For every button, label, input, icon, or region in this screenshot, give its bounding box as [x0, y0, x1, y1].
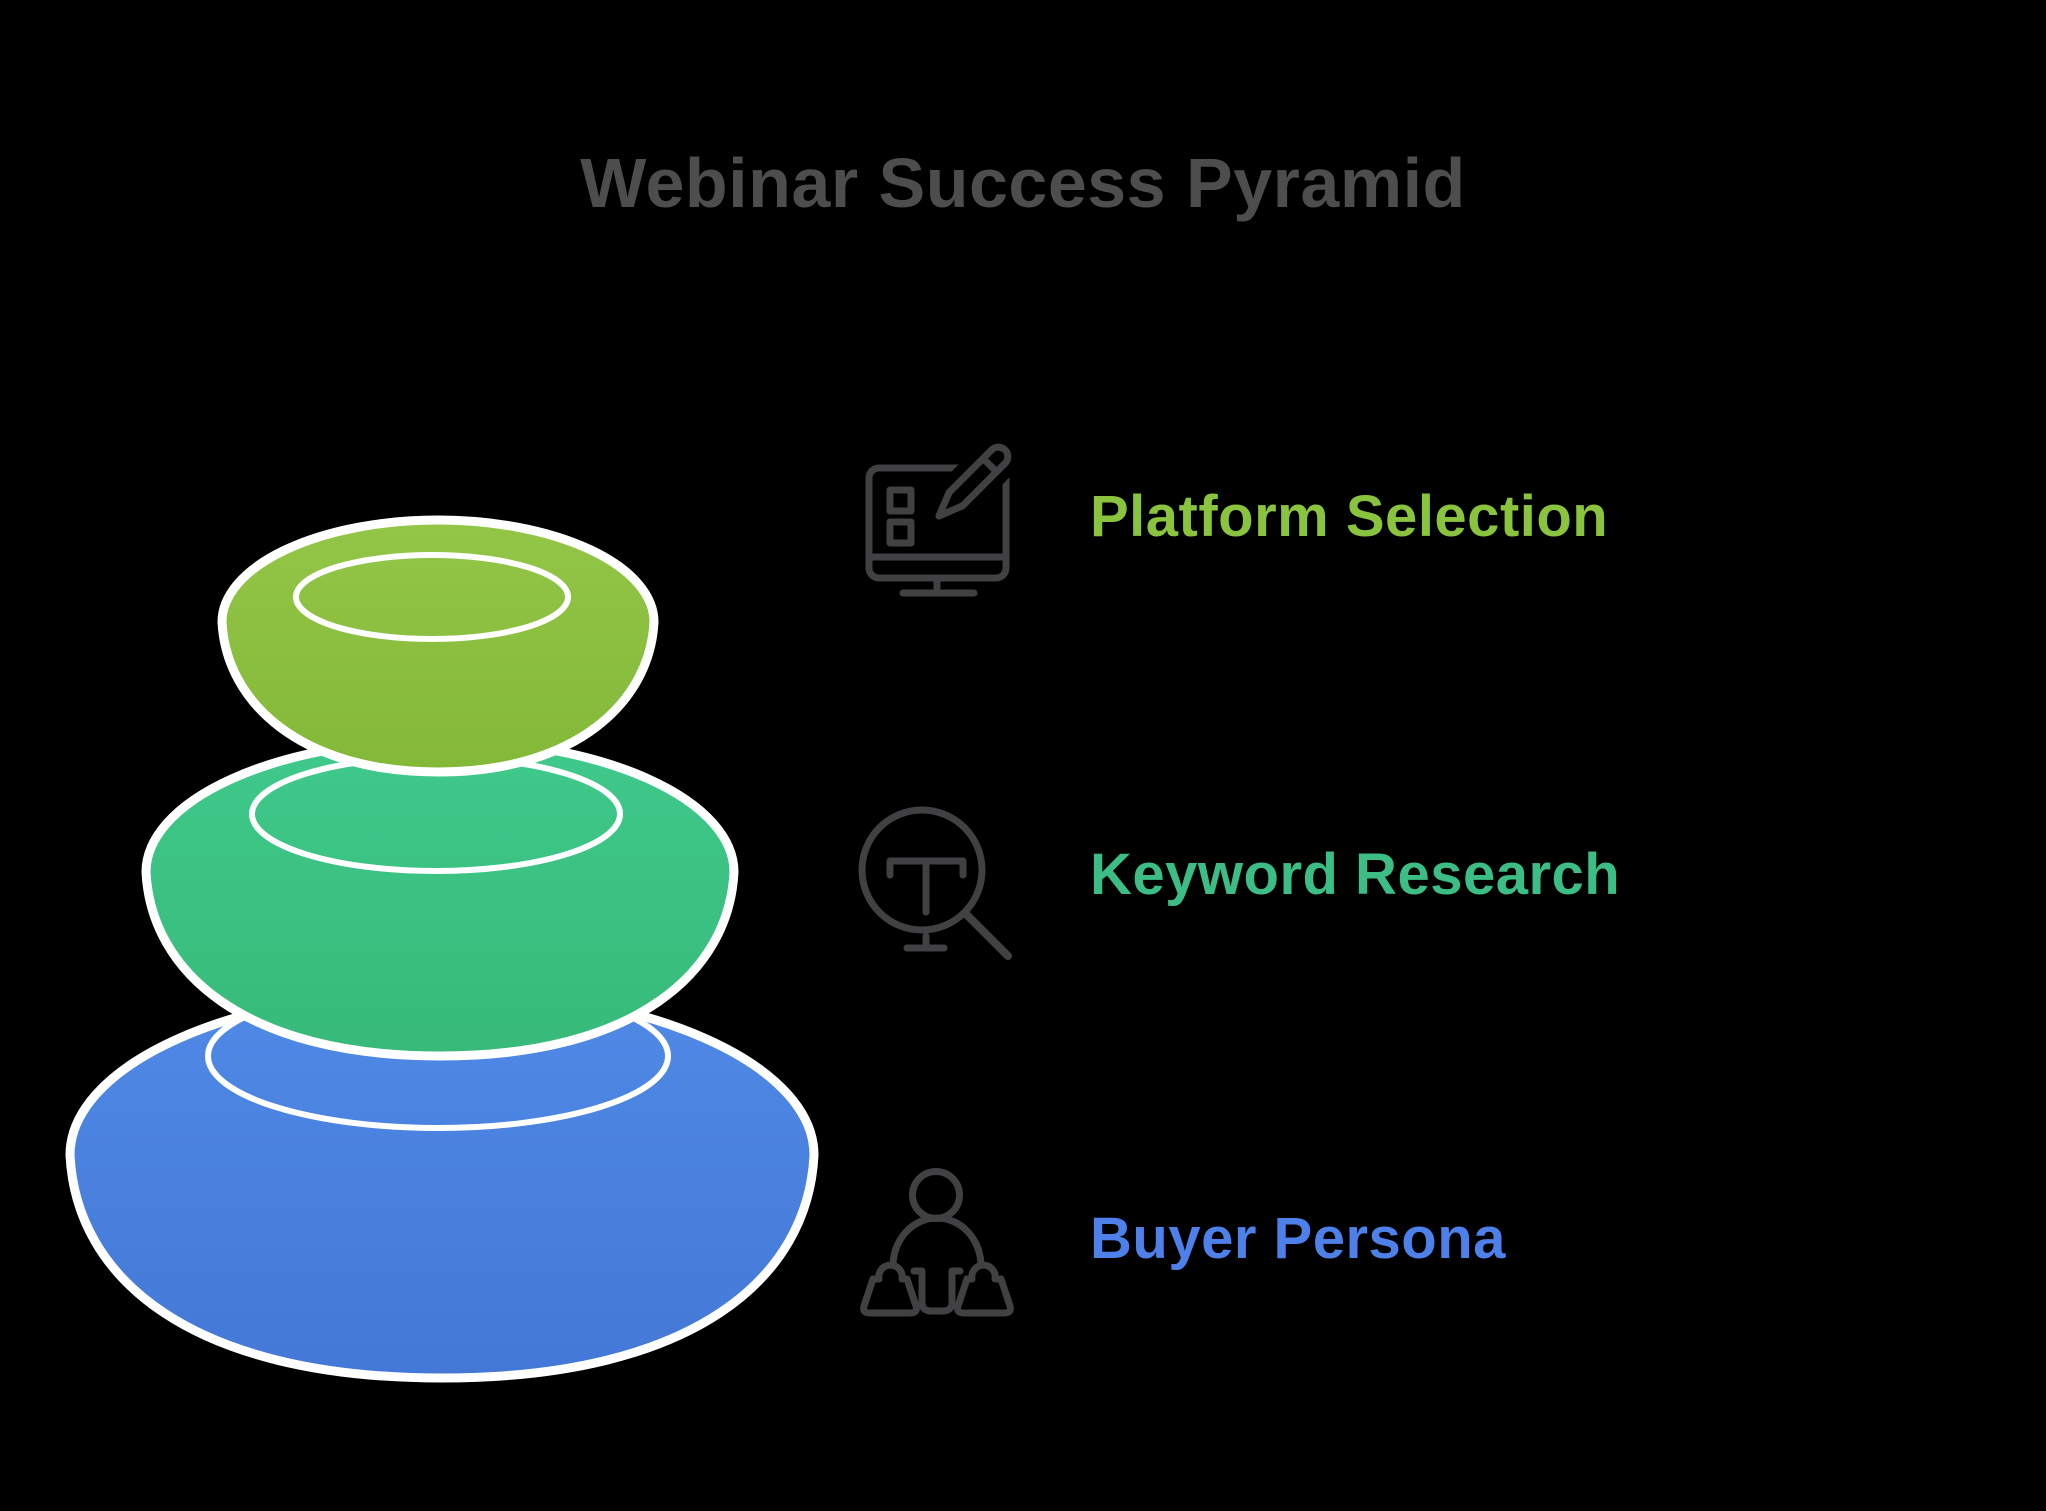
level-label-buyer-persona: Buyer Persona — [1090, 1206, 1506, 1271]
person-torso — [910, 1267, 964, 1315]
magnifier-lens — [858, 806, 986, 934]
person-head — [909, 1168, 963, 1222]
text-search-icon — [858, 806, 1012, 960]
buyer-persona-icon — [860, 1168, 1014, 1317]
mini-figure-left — [860, 1261, 920, 1317]
pyramid-level-keyword-research-shape — [141, 735, 739, 1061]
magnifier-handle — [961, 909, 1012, 960]
pyramid-level-platform-selection-hole — [293, 552, 571, 642]
pyramid-level-platform-selection-shape — [217, 515, 659, 777]
level-label-platform-selection: Platform Selection — [1090, 484, 1609, 549]
person-shoulders — [889, 1214, 985, 1270]
pyramid-level-buyer-persona-shape — [65, 985, 819, 1383]
pencil-glyph — [925, 440, 1021, 530]
mini-figure-right — [954, 1261, 1014, 1317]
page-title: Webinar Success Pyramid — [580, 144, 1466, 222]
monitor-pencil-icon — [865, 440, 1021, 597]
level-label-keyword-research: Keyword Research — [1090, 842, 1621, 907]
